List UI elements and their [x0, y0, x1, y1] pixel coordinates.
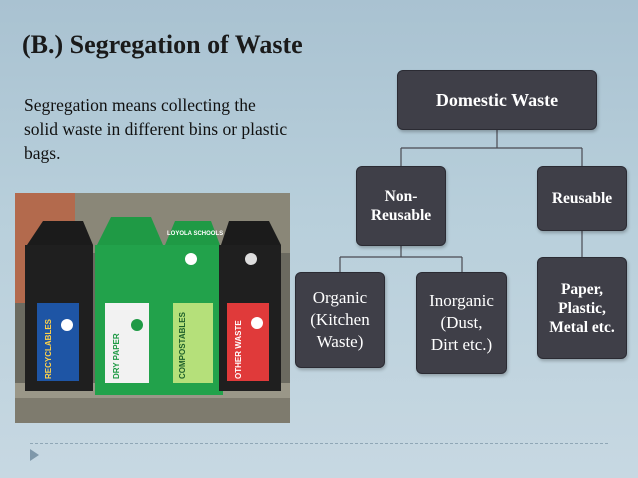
reusable-node: Reusable [537, 166, 627, 231]
domestic-waste-node: Domestic Waste [397, 70, 597, 130]
footer-divider [30, 443, 608, 444]
recyclables-label: RECYCLABLES [44, 318, 53, 379]
organic-node: Organic (Kitchen Waste) [295, 272, 385, 368]
slide-title: (B.) Segregation of Waste [22, 30, 303, 59]
recyclables-bin: RECYCLABLES [25, 221, 93, 391]
slide-description: Segregation means collecting the solid w… [24, 95, 288, 163]
non-reusable-node: Non- Reusable [356, 166, 446, 246]
waste-bins-photo: RECYCLABLES DRY PAPER LOYOLA SCHOOLS COM… [15, 193, 290, 423]
dry-paper-label: DRY PAPER [112, 333, 121, 379]
inorganic-node: Inorganic (Dust, Dirt etc.) [416, 272, 507, 374]
slide-arrow-icon [30, 449, 39, 461]
compostables-label: COMPOSTABLES [178, 311, 187, 379]
reusable-items-node: Paper, Plastic, Metal etc. [537, 257, 627, 359]
other-waste-bin: OTHER WASTE [219, 221, 281, 391]
compostables-bin: LOYOLA SCHOOLS COMPOSTABLES [163, 221, 223, 395]
loyola-lid-text: LOYOLA SCHOOLS [167, 231, 223, 237]
dry-paper-bin: DRY PAPER [95, 217, 163, 395]
other-waste-label: OTHER WASTE [234, 320, 243, 379]
